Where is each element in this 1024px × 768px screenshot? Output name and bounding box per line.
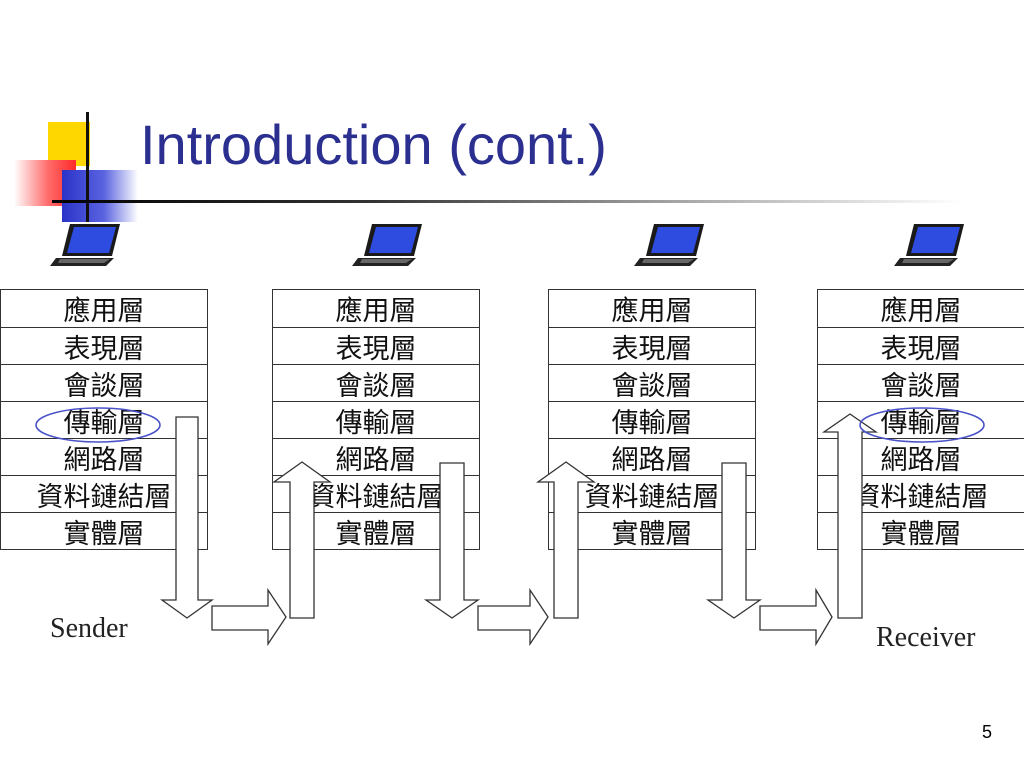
page-number: 5 (981, 722, 992, 742)
title-underline (52, 200, 962, 203)
layer-session: 會談層 (1, 364, 207, 402)
layer-application: 應用層 (611, 296, 693, 327)
laptop-icon (50, 224, 120, 266)
protocol-stack-receiver: 應用層 表現層 會談層 傳輸層 網路層 資料鏈結層 實體層 (817, 289, 1024, 550)
layer-application: 應用層 (335, 296, 417, 327)
layer-network: 網路層 (1, 438, 207, 476)
layer-network: 網路層 (273, 438, 479, 476)
layer-physical: 實體層 (1, 512, 207, 550)
layer-transport: 傳輸層 (1, 401, 207, 439)
layer-network: 網路層 (549, 438, 755, 476)
up-arrow (271, 461, 333, 619)
receiver-label: Receiver (876, 622, 976, 653)
layer-application: 應用層 (63, 296, 145, 327)
layer-transport: 傳輸層 (549, 401, 755, 439)
blue-square-decoration (62, 170, 138, 222)
protocol-stack-router-2: 應用層 表現層 會談層 傳輸層 網路層 資料鏈結層 實體層 (548, 289, 756, 550)
layer-session: 會談層 (549, 364, 755, 402)
layer-session: 會談層 (273, 364, 479, 402)
laptop-icon (894, 224, 964, 266)
layer-network: 網路層 (818, 438, 1024, 476)
sender-label: Sender (50, 613, 128, 644)
layer-presentation: 表現層 (818, 327, 1024, 365)
right-arrow (477, 587, 549, 647)
layer-data-link: 資料鏈結層 (818, 475, 1024, 513)
layer-physical: 實體層 (818, 512, 1024, 550)
up-arrow (821, 413, 879, 619)
layer-presentation: 表現層 (273, 327, 479, 365)
right-arrow (211, 587, 287, 647)
laptop-icon (352, 224, 422, 266)
up-arrow (535, 461, 597, 619)
down-arrow (159, 416, 215, 619)
transport-highlight-receiver (859, 407, 985, 443)
layer-data-link: 資料鏈結層 (1, 475, 207, 513)
laptop-icon (634, 224, 704, 266)
transport-highlight-sender (35, 407, 161, 443)
layer-data-link: 資料鏈結層 (273, 475, 479, 513)
slide-title: Introduction (cont.) (140, 113, 607, 176)
down-arrow (423, 462, 481, 619)
down-arrow (705, 462, 763, 619)
layer-transport: 傳輸層 (818, 401, 1024, 439)
vertical-rule-decoration (86, 112, 89, 222)
layer-physical: 實體層 (273, 512, 479, 550)
yellow-square-decoration (48, 122, 90, 166)
layer-presentation: 表現層 (549, 327, 755, 365)
layer-data-link: 資料鏈結層 (549, 475, 755, 513)
protocol-stack-sender: 應用層 表現層 會談層 傳輸層 網路層 資料鏈結層 實體層 (0, 289, 208, 550)
layer-transport: 傳輸層 (273, 401, 479, 439)
layer-session: 會談層 (818, 364, 1024, 402)
layer-physical: 實體層 (549, 512, 755, 550)
layer-presentation: 表現層 (1, 327, 207, 365)
layer-application: 應用層 (880, 296, 962, 327)
right-arrow (759, 587, 833, 647)
